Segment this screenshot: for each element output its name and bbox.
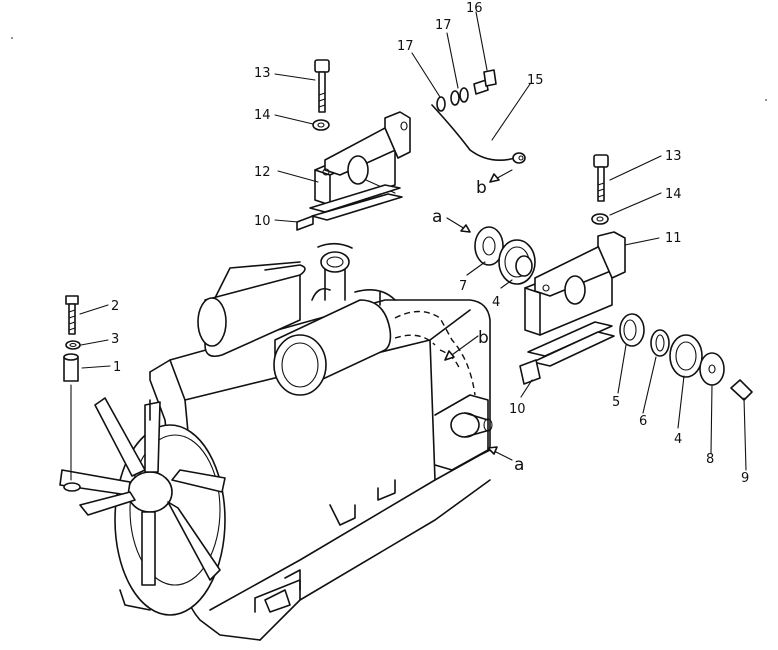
- ref-a-top: a: [432, 207, 442, 227]
- turbocharger: [197, 242, 392, 396]
- callout-11: 11: [665, 231, 682, 246]
- bolt-part-13-upper: [314, 59, 330, 113]
- washer-part-14-upper: [312, 119, 330, 131]
- callout-1: 1: [113, 360, 121, 375]
- callout-13-upper: 13: [254, 66, 271, 81]
- callout-10-lower: 10: [509, 402, 526, 417]
- leader-lines: [79, 11, 713, 454]
- bolt-part-9: [730, 379, 753, 471]
- speck-mark: [11, 37, 13, 39]
- callout-3: 3: [111, 332, 119, 347]
- callout-8: 8: [706, 452, 714, 467]
- washer-part-17-b: [450, 87, 469, 106]
- callout-14-upper: 14: [254, 108, 271, 123]
- callout-17-left: 17: [397, 39, 414, 54]
- spacer-part-1: [63, 353, 81, 492]
- washer-part-8: [699, 352, 725, 386]
- callout-10-upper: 10: [254, 214, 271, 229]
- callout-12: 12: [254, 165, 271, 180]
- callout-15: 15: [527, 73, 544, 88]
- callout-4-lower: 4: [674, 432, 682, 447]
- ref-b-top: b: [476, 178, 487, 198]
- callout-9: 9: [741, 471, 749, 486]
- ref-a-bottom: a: [514, 455, 524, 475]
- mount-rubber-part-4-upper: [498, 239, 536, 285]
- callout-17-right: 17: [435, 18, 452, 33]
- bolt-part-13-right: [593, 154, 609, 202]
- washer-part-14-right: [591, 213, 609, 225]
- bolt-part-16: [473, 69, 497, 95]
- collar-part-5: [619, 313, 645, 347]
- speck-mark: [765, 99, 767, 101]
- wire-part-15: [431, 104, 526, 164]
- reference-letters: a b b a: [432, 178, 524, 475]
- ref-b-engine: b: [478, 328, 489, 348]
- callout-6: 6: [639, 414, 647, 429]
- callout-14-right: 14: [665, 187, 682, 202]
- mount-rubber-part-4-lower: [669, 334, 703, 378]
- bolt-part-2: [65, 295, 79, 335]
- bracket-part-11: [524, 231, 626, 336]
- callout-5: 5: [612, 395, 620, 410]
- washer-part-17-a: [436, 96, 446, 112]
- washer-part-3: [65, 340, 81, 350]
- callout-7: 7: [459, 279, 467, 294]
- reference-arrows: [444, 169, 513, 461]
- callout-labels: 1 2 3 4 4 5 6 7 8 9 10 10 11 12 13 13 14…: [111, 1, 749, 486]
- seal-part-7: [474, 226, 504, 266]
- cooling-fan: [59, 397, 226, 616]
- callout-13-right: 13: [665, 149, 682, 164]
- callout-4-upper: 4: [492, 295, 500, 310]
- bushing-part-6: [650, 329, 670, 357]
- shim-part-10-lower: [519, 321, 615, 385]
- shim-part-10-upper: [296, 184, 403, 231]
- callout-16: 16: [466, 1, 483, 16]
- callout-2: 2: [111, 299, 119, 314]
